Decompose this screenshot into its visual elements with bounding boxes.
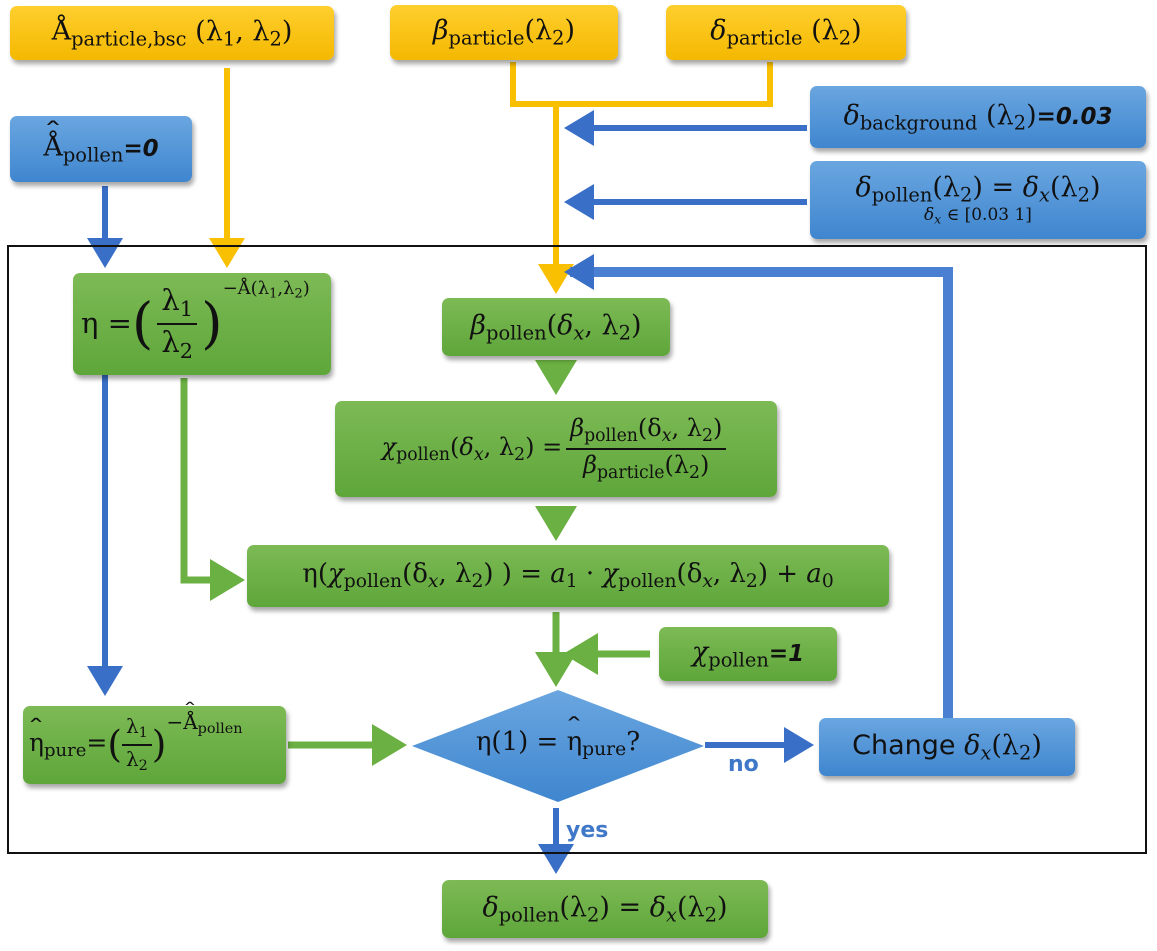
node-delta-pollen-range[interactable]: δpollen(λ2) = δx(λ2) δx ∈ [0.03 1]: [810, 161, 1146, 239]
node-beta-particle[interactable]: βparticle(λ2): [390, 5, 618, 60]
decision-diamond[interactable]: [410, 688, 706, 804]
decision-text: η(1) = ηpure?: [445, 728, 671, 761]
bracket-beta-delta-particle: [510, 62, 773, 107]
node-result[interactable]: δpollen(λ2) = δx(λ2): [442, 880, 768, 938]
node-angstrom-particle-bsc[interactable]: Åparticle,bsc (λ1, λ2): [10, 6, 334, 60]
arrow-loop-back: [570, 267, 953, 718]
iteration-frame: [7, 245, 1147, 854]
node-change-delta[interactable]: Change δx(λ2): [819, 718, 1075, 776]
node-delta-particle[interactable]: δparticle (λ2): [666, 5, 906, 60]
arrow-eta-to-linear: [180, 378, 245, 601]
node-delta-background[interactable]: δbackground (λ2)=0.03: [810, 86, 1146, 148]
node-beta-pollen[interactable]: βpollen(δx, λ2): [442, 298, 670, 356]
edge-label-yes: yes: [566, 818, 609, 843]
delta-range: δx ∈ [0.03 1]: [924, 204, 1032, 227]
node-chi-pollen[interactable]: χpollen(δx, λ2) = βpollen(δx, λ2)βpartic…: [335, 401, 777, 497]
node-angstrom-pollen-zero[interactable]: Åpollen=0: [10, 116, 192, 182]
node-eta-linear[interactable]: η(χpollen(δx, λ2) ) = a1 · χpollen(δx, λ…: [247, 545, 889, 607]
edge-label-no: no: [728, 752, 759, 777]
node-chi-pollen-one[interactable]: χpollen=1: [659, 627, 837, 681]
